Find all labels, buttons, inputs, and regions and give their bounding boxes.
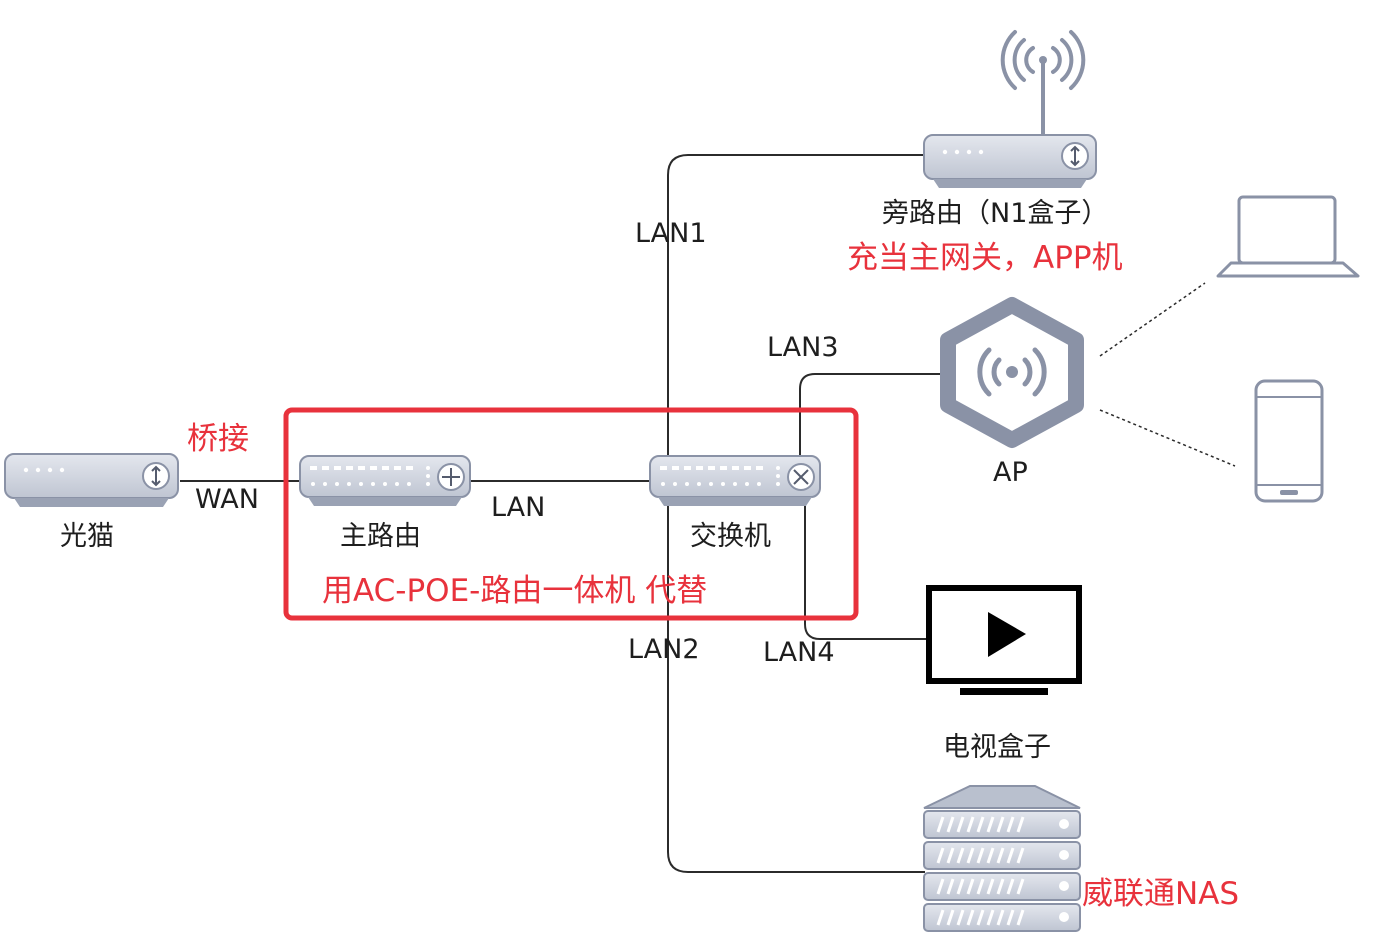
connections [180,154,1236,873]
ap-label: AP [993,457,1028,488]
switch-icon [649,455,821,506]
lan3-link [799,373,945,458]
wifi-link-phone [1099,409,1236,467]
lan2-link-label: LAN2 [628,634,700,665]
lan-link-label: LAN [491,492,546,523]
wifi-link-laptop [1099,282,1206,357]
replace-note-annotation: 用AC-POE-路由一体机 代替 [322,573,708,609]
replacement-highlight-box [283,407,859,621]
wan-link-label: WAN [195,484,259,515]
main-router-label: 主路由 [340,521,421,552]
ap-icon [940,297,1084,448]
bridge-annotation: 桥接 [187,421,249,457]
lan1-link [667,154,925,458]
lan4-link-label: LAN4 [763,637,835,668]
lan2-link [667,500,925,873]
nas-annotation: 威联通NAS [1082,876,1240,912]
lan1-link-label: LAN1 [635,218,707,249]
tv-box-label: 电视盒子 [943,732,1051,763]
switch-label: 交换机 [690,521,771,552]
lan4-link [804,500,927,640]
modem-icon [4,453,179,507]
router-icon [299,455,471,506]
phone-icon [1254,379,1324,503]
side-router-label: 旁路由（N1盒子） [882,198,1109,229]
wifi-router-icon [923,30,1097,188]
nas-server-icon [923,785,1081,932]
laptop-icon [1216,195,1360,278]
lan3-link-label: LAN3 [767,332,839,363]
tv-icon [926,585,1082,695]
side-router-role-annotation: 充当主网关，APP机 [847,240,1123,276]
modem-label: 光猫 [60,521,114,552]
